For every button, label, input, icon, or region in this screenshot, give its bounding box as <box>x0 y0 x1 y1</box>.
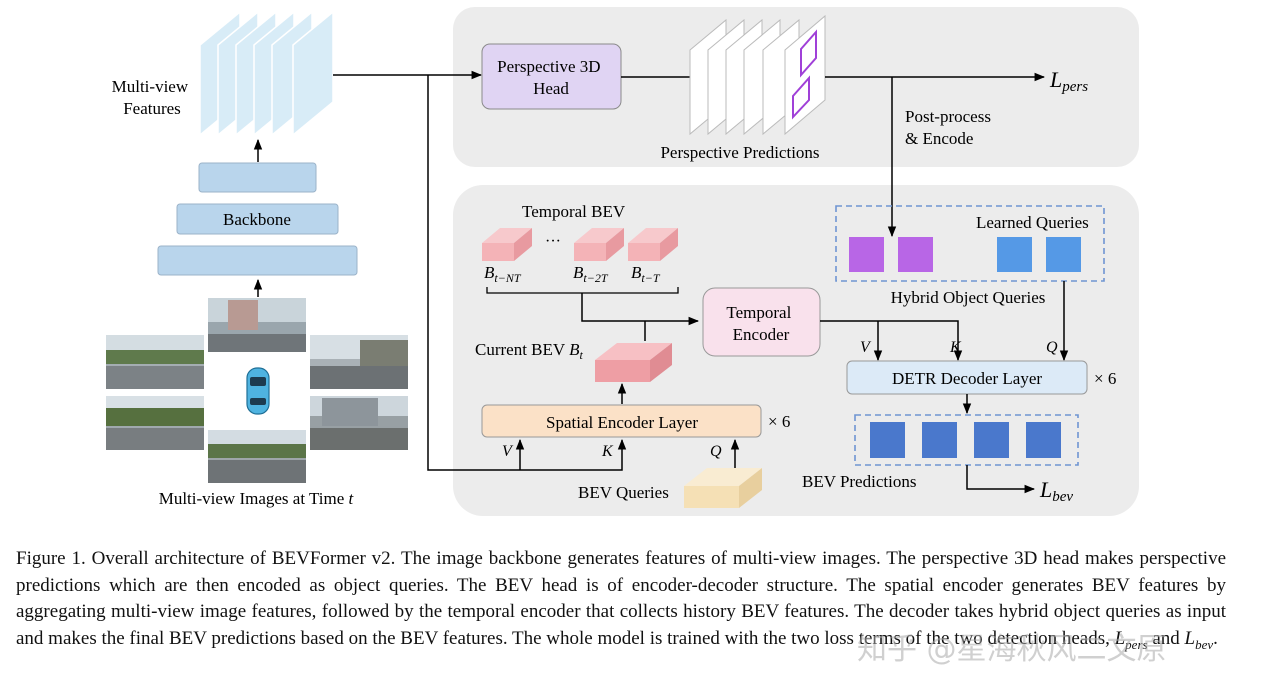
bev-ellipsis: ··· <box>545 233 561 250</box>
backbone-block <box>176 203 339 235</box>
bev-history-label-1: Bt−2T <box>573 263 609 285</box>
hybrid-queries-label: Hybrid Object Queries <box>891 288 1046 307</box>
perspective-predictions-label: Perspective Predictions <box>660 143 819 162</box>
bev-pred-2 <box>922 422 957 458</box>
bev-queries-block <box>684 468 762 508</box>
perspective-prediction-planes <box>689 14 826 136</box>
learned-query-2 <box>1046 237 1081 272</box>
perspective-head-block <box>481 43 622 110</box>
loss-pers-label: Lpers <box>1049 67 1088 95</box>
bev-history-label-0: Bt−NT <box>484 263 522 285</box>
multiview-features-label: Multi-view Features <box>112 77 193 118</box>
camera-image-back-right <box>310 396 408 450</box>
current-bev-block <box>595 343 672 382</box>
caption-text: Figure 1. Overall architecture of BEVFor… <box>16 548 1226 649</box>
bev-queries-label: BEV Queries <box>578 483 669 502</box>
perspective-query-1 <box>849 237 884 272</box>
ego-car-icon <box>246 367 270 415</box>
figure-caption: Figure 1. Overall architecture of BEVFor… <box>16 546 1226 658</box>
spatial-encoder-label: Spatial Encoder Layer <box>546 413 698 432</box>
backbone-top-block <box>198 162 317 193</box>
caption-end: . <box>1213 627 1218 649</box>
decoder-q-label: Q <box>1046 339 1058 356</box>
encoder-v-label: V <box>502 443 514 460</box>
detr-decoder-label: DETR Decoder Layer <box>892 369 1042 388</box>
bev-predictions-label: BEV Predictions <box>802 472 916 491</box>
caption-loss-bev: Lbev <box>1184 627 1214 652</box>
pred-box-2 <box>792 75 810 120</box>
learned-queries-label: Learned Queries <box>976 213 1089 232</box>
perspective-query-2 <box>898 237 933 272</box>
post-process-label: Post-process & Encode <box>905 107 995 148</box>
decoder-v-label: V <box>860 339 872 356</box>
architecture-diagram: Multi-view Features Backbone <box>106 7 1139 516</box>
backbone-label: Backbone <box>223 210 291 229</box>
camera-image-front-left <box>106 335 204 389</box>
temporal-encoder-block <box>702 287 821 357</box>
perspective-head-label: Perspective 3D Head <box>497 57 605 98</box>
temporal-encoder-label: Temporal Encoder <box>726 303 795 344</box>
temporal-bev-label: Temporal BEV <box>522 202 626 221</box>
spatial-encoder-block <box>481 404 762 438</box>
watermark: 知乎 @星海秋风二文原 <box>857 632 1167 667</box>
camera-image-front <box>208 298 306 352</box>
multiview-images <box>106 298 408 483</box>
bev-pred-1 <box>870 422 905 458</box>
bev-pred-4 <box>1026 422 1061 458</box>
bev-history-label-2: Bt−T <box>631 263 661 285</box>
caption-loss-pers: Lpers <box>1114 627 1148 652</box>
encoder-k-label: K <box>601 443 614 460</box>
multiview-images-label: Multi-view Images at Time t <box>159 489 355 508</box>
camera-image-back <box>208 430 306 483</box>
camera-image-back-left <box>106 396 204 450</box>
pred-box-1 <box>800 29 817 78</box>
bev-pred-3 <box>974 422 1009 458</box>
caption-and: and <box>1147 627 1185 649</box>
current-bev-label: Current BEV Bt <box>475 340 584 362</box>
backbone-bottom-block <box>157 245 358 276</box>
loss-bev-label: Lbev <box>1039 477 1073 505</box>
multiview-feature-planes <box>199 10 334 137</box>
spatial-encoder-repeat: × 6 <box>768 412 790 431</box>
bev-history-blocks <box>482 228 678 261</box>
learned-query-1 <box>997 237 1032 272</box>
decoder-k-label: K <box>949 339 962 356</box>
encoder-q-label: Q <box>710 443 722 460</box>
hybrid-queries-box <box>835 205 1105 282</box>
detr-decoder-repeat: × 6 <box>1094 369 1116 388</box>
camera-image-front-right <box>310 335 408 389</box>
